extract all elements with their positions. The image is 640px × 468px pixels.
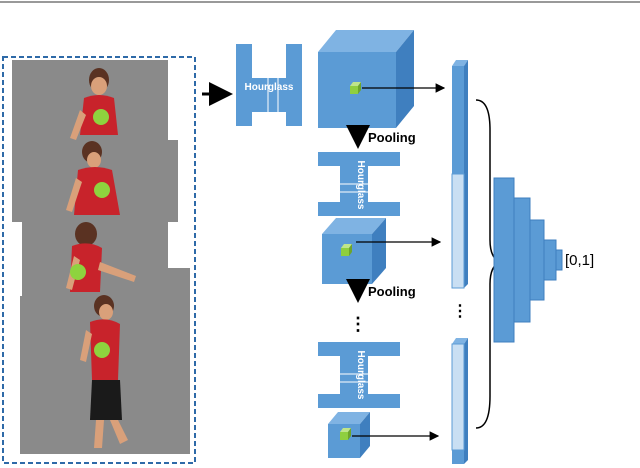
person-frame-3-icon <box>66 222 136 292</box>
hourglass-block-3: Hourglass <box>318 342 400 408</box>
joint-marker-4 <box>94 342 110 358</box>
person-frame-4-icon <box>80 295 128 448</box>
input-frames-panel <box>2 56 196 464</box>
pooling-label-2: Pooling <box>368 284 416 299</box>
hourglass-block-1: Hourglass <box>236 44 302 126</box>
hourglass-label-1: Hourglass <box>245 82 294 93</box>
ellipsis-bar: ⋮ <box>452 303 468 320</box>
joint-marker-3 <box>70 264 86 280</box>
feature-segment-4 <box>452 450 464 464</box>
feature-segment-2 <box>451 173 465 289</box>
feature-concat-bar <box>451 60 468 464</box>
hourglass-label-2: Hourglass <box>355 161 366 210</box>
feature-patch-2-icon <box>341 244 352 256</box>
joint-marker-2 <box>94 182 110 198</box>
hourglass-block-2: Hourglass <box>318 152 400 216</box>
feature-patch-3-icon <box>340 428 351 440</box>
output-range-label: [0,1] <box>565 252 594 269</box>
person-frame-2-icon <box>66 141 120 215</box>
feature-segment-3 <box>451 343 465 451</box>
feature-cube-2 <box>322 218 386 284</box>
hourglass-label-3: Hourglass <box>355 351 366 400</box>
feature-cube-3 <box>328 412 370 458</box>
ellipsis-center: ⋮ <box>349 314 367 334</box>
feature-cube-1 <box>318 30 414 128</box>
joint-marker-1 <box>93 109 109 125</box>
pooling-label-1: Pooling <box>368 130 416 145</box>
feature-segment-1 <box>452 66 464 174</box>
frames-dashed-border <box>2 56 196 464</box>
feature-patch-1-icon <box>350 82 361 94</box>
classifier-pyramid <box>493 177 563 343</box>
person-frame-1-icon <box>70 68 118 140</box>
